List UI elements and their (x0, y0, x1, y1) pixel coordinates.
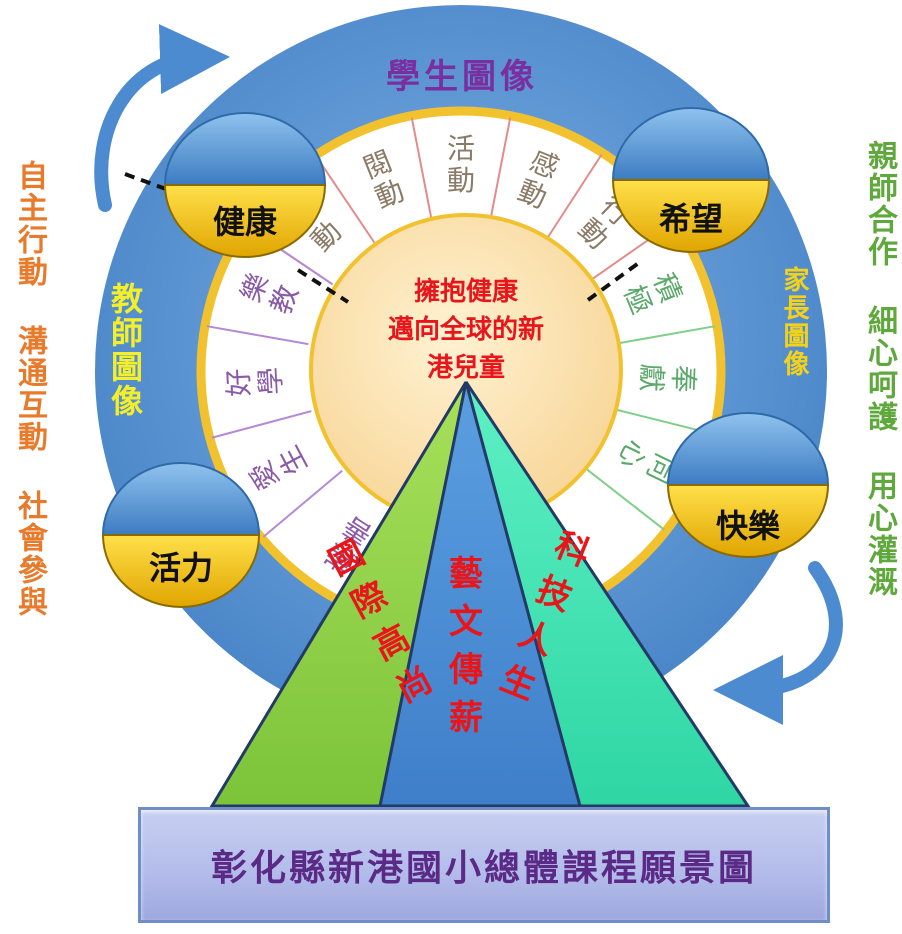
parent-image-label: 家長圖像 (779, 266, 809, 378)
svg-text:文: 文 (449, 602, 483, 642)
ring-divider (582, 465, 665, 531)
pill-vitality: 活力 (101, 462, 261, 608)
svg-text:動: 動 (447, 164, 475, 197)
svg-text:傳: 傳 (448, 650, 483, 690)
ring-divider (315, 156, 376, 244)
triangle-arts (378, 381, 582, 808)
center-line-2: 邁向全球的新 (388, 314, 544, 345)
connector-dash (296, 268, 350, 304)
ring-segment-label: 奉獻 (634, 363, 700, 393)
svg-text:好: 好 (222, 368, 256, 398)
ring-divider (262, 469, 343, 538)
center-line-1: 擁抱健康 (414, 276, 519, 307)
ring-divider (211, 410, 312, 439)
connector-dash (586, 260, 642, 302)
student-image-label: 學生圖像 (386, 57, 538, 97)
ring-divider (613, 325, 716, 346)
ring-divider (410, 117, 433, 220)
ring-segment-label: 好學 (222, 366, 288, 397)
svg-text:奉: 奉 (666, 364, 700, 393)
svg-text:快樂: 快樂 (716, 507, 781, 545)
ring-divider (544, 154, 603, 242)
svg-text:藝: 藝 (449, 554, 483, 594)
rotate-arrow-icon (713, 561, 843, 725)
svg-text:健康: 健康 (213, 203, 278, 241)
ring-divider (206, 325, 309, 346)
pill-happy: 快樂 (666, 412, 830, 558)
svg-text:活力: 活力 (149, 549, 213, 587)
svg-text:獻: 獻 (634, 363, 668, 392)
left-side-slogans: 自主行動 溝通互動 社會參與 (12, 160, 47, 618)
ring-divider (489, 117, 512, 220)
title-banner: 彰化縣新港國小總體課程願景圖 (138, 807, 830, 923)
banner-title: 彰化縣新港國小總體課程願景圖 (210, 847, 757, 889)
svg-text:希望: 希望 (659, 200, 723, 238)
svg-text:學: 學 (254, 366, 288, 396)
ring-divider (611, 407, 712, 435)
ring-segment-label: 活動 (447, 132, 475, 197)
pill-health: 健康 (163, 112, 327, 258)
rotate-arrow-icon (94, 24, 230, 212)
svg-text:薪: 薪 (449, 698, 483, 738)
right-side-slogans: 親師合作 細心呵護 用心灌溉 (862, 140, 897, 598)
teacher-image-label: 教師圖像 (106, 282, 144, 418)
svg-text:活: 活 (447, 132, 475, 165)
center-line-3: 港兒童 (427, 352, 505, 383)
pill-hope: 希望 (611, 107, 771, 253)
ring-dividers (206, 117, 716, 538)
